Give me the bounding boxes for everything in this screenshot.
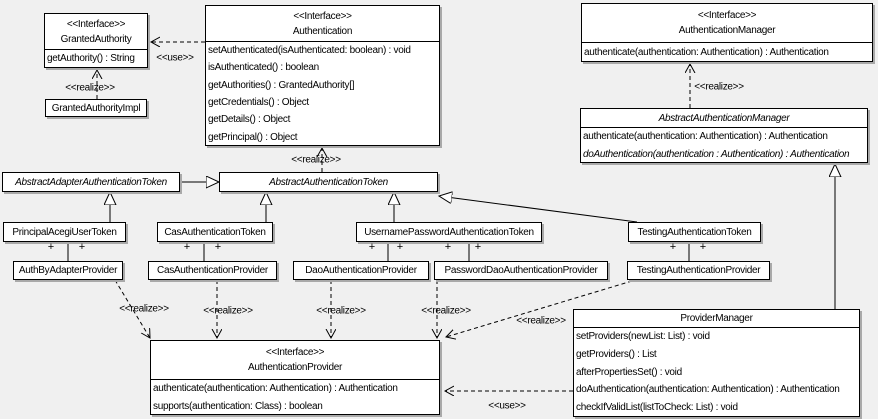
class-title-provider-manager: ProviderManager [574,310,859,327]
class-box-username-password-authentication-token[interactable]: UsernamePasswordAuthenticationToken [356,222,542,242]
method-label: authenticate(authentication: Authenticat… [584,47,829,58]
edge-gen-testingtoken-abstracttoken [439,196,638,223]
edge-realize-testingprovider-authprovider [446,280,633,337]
class-box-dao-authentication-provider[interactable]: DaoAuthenticationProvider [293,261,429,280]
methods-compartment: getAuthority() : String [45,49,147,67]
class-title-dao-authentication-provider: DaoAuthenticationProvider [294,262,428,279]
method-label: getProviders() : List [576,348,657,360]
class-title-abstract-authentication-token: AbstractAuthenticationToken [220,173,437,191]
method-label: setProviders(newList: List) : void [576,331,710,342]
class-title-auth-by-adapter-provider: AuthByAdapterProvider [14,262,122,279]
class-box-authentication-provider[interactable]: <<Interface>> AuthenticationProvider authe… [150,340,440,415]
class-name-label: AuthenticationProvider [247,362,342,373]
class-title-abstract-authentication-manager: AbstractAuthenticationManager [581,109,867,127]
method-label: isAuthenticated() : boolean [208,62,319,74]
methods-compartment: setAuthenticated(isAuthenticated: boolea… [206,41,439,145]
class-title-testing-authentication-provider: TestingAuthenticationProvider [628,262,769,279]
class-title-cas-authentication-token: CasAuthenticationToken [158,223,272,241]
class-name-label: Authentication [292,25,353,37]
class-name-label: CasAuthenticationProvider [157,265,268,276]
class-name-label: AbstractAdapterAuthenticationToken [15,176,167,188]
class-box-testing-authentication-provider[interactable]: TestingAuthenticationProvider [627,261,770,280]
class-title-authentication: <<Interface>> Authentication [206,6,439,41]
method-label: getPrincipal() : Object [208,131,298,143]
class-name-label: UsernamePasswordAuthenticationToken [364,226,534,238]
class-box-auth-by-adapter-provider[interactable]: AuthByAdapterProvider [13,261,123,280]
class-name-label: GrantedAuthorityImpl [51,102,141,114]
edges-group [67,42,835,391]
class-box-abstract-authentication-manager[interactable]: AbstractAuthenticationManager authenticat… [580,108,868,163]
stereotype-label: <<Interface>> [265,347,325,358]
class-title-abstract-adapter-authentication-token: AbstractAdapterAuthenticationToken [3,173,179,191]
class-name-label: DaoAuthenticationProvider [305,265,417,276]
class-title-authentication-manager: <<Interface>> AuthenticationManager [582,4,872,42]
class-box-provider-manager[interactable]: ProviderManager setProviders(newList: Lis… [573,309,860,417]
class-box-principal-acegi-user-token[interactable]: PrincipalAcegiUserToken [3,222,126,242]
class-box-authentication-manager[interactable]: <<Interface>> AuthenticationManager authen… [581,3,873,62]
method-label: getAuthority() : String [47,53,135,64]
class-name-label: ProviderManager [680,313,753,324]
method-label: setAuthenticated(isAuthenticated: boolea… [208,45,411,56]
class-title-authentication-provider: <<Interface>> AuthenticationProvider [151,341,439,379]
methods-compartment: setProviders(newList: List) : void getPro… [574,327,859,416]
class-box-abstract-adapter-authentication-token[interactable]: AbstractAdapterAuthenticationToken [2,172,180,192]
stereotype-label: <<Interface>> [293,10,352,22]
class-title-principal-acegi-user-token: PrincipalAcegiUserToken [4,223,125,241]
class-title-granted-authority: <<Interface>> GrantedAuthority [45,14,147,49]
class-box-cas-authentication-token[interactable]: CasAuthenticationToken [157,222,273,242]
class-name-label: AuthByAdapterProvider [18,265,118,276]
method-label: checkIfValidList(listToCheck: List) : vo… [576,402,738,414]
method-label: getAuthorities() : GrantedAuthority[] [208,79,355,91]
class-box-authentication[interactable]: <<Interface>> Authentication setAuthentica… [205,5,440,146]
method-label: getCredentials() : Object [208,96,309,108]
class-title-password-dao-authentication-provider: PasswordDaoAuthenticationProvider [435,262,607,279]
class-name-label: AuthenticationManager [678,25,776,36]
method-label: authenticate(authentication: Authenticat… [583,131,828,142]
methods-compartment: authenticate(authentication: Authenticat… [582,42,872,61]
method-label: afterPropertiesSet() : void [576,366,682,378]
method-label: authenticate(authentication: Authenticat… [153,383,398,394]
class-name-label: AbstractAuthenticationManager [658,112,790,124]
class-box-abstract-authentication-token[interactable]: AbstractAuthenticationToken [219,172,438,192]
method-label: doAuthentication(authentication: Authent… [576,384,840,396]
stereotype-label: <<Interface>> [697,10,757,21]
methods-compartment: authenticate(authentication: Authenticat… [581,127,867,162]
class-name-label: PrincipalAcegiUserToken [12,226,117,238]
class-name-label: GrantedAuthority [60,33,132,45]
class-name-label: TestingAuthenticationToken [637,226,752,238]
class-box-password-dao-authentication-provider[interactable]: PasswordDaoAuthenticationProvider [434,261,608,280]
methods-compartment: authenticate(authentication: Authenticat… [151,379,439,414]
class-name-label: PasswordDaoAuthenticationProvider [444,265,598,276]
stereotype-label: <<Interface>> [66,18,126,30]
class-box-granted-authority[interactable]: <<Interface>> GrantedAuthority getAuthorit… [44,13,148,68]
method-label: doAuthentication(authentication : Authen… [583,148,850,160]
method-label: getDetails() : Object [208,114,291,126]
class-box-cas-authentication-provider[interactable]: CasAuthenticationProvider [148,261,277,280]
class-title-granted-authority-impl: GrantedAuthorityImpl [46,100,146,116]
class-title-cas-authentication-provider: CasAuthenticationProvider [149,262,276,279]
edge-realize-authbyadapter-authprovider [114,279,150,338]
class-name-label: AbstractAuthenticationToken [269,176,388,188]
method-label: supports(authentication: Class) : boolea… [153,400,323,412]
class-title-testing-authentication-token: TestingAuthenticationToken [629,223,760,241]
class-title-username-password-authentication-token: UsernamePasswordAuthenticationToken [357,223,541,241]
class-name-label: TestingAuthenticationProvider [636,265,761,276]
class-box-granted-authority-impl[interactable]: GrantedAuthorityImpl [45,99,147,117]
class-box-testing-authentication-token[interactable]: TestingAuthenticationToken [628,222,761,242]
class-name-label: CasAuthenticationToken [164,226,266,238]
